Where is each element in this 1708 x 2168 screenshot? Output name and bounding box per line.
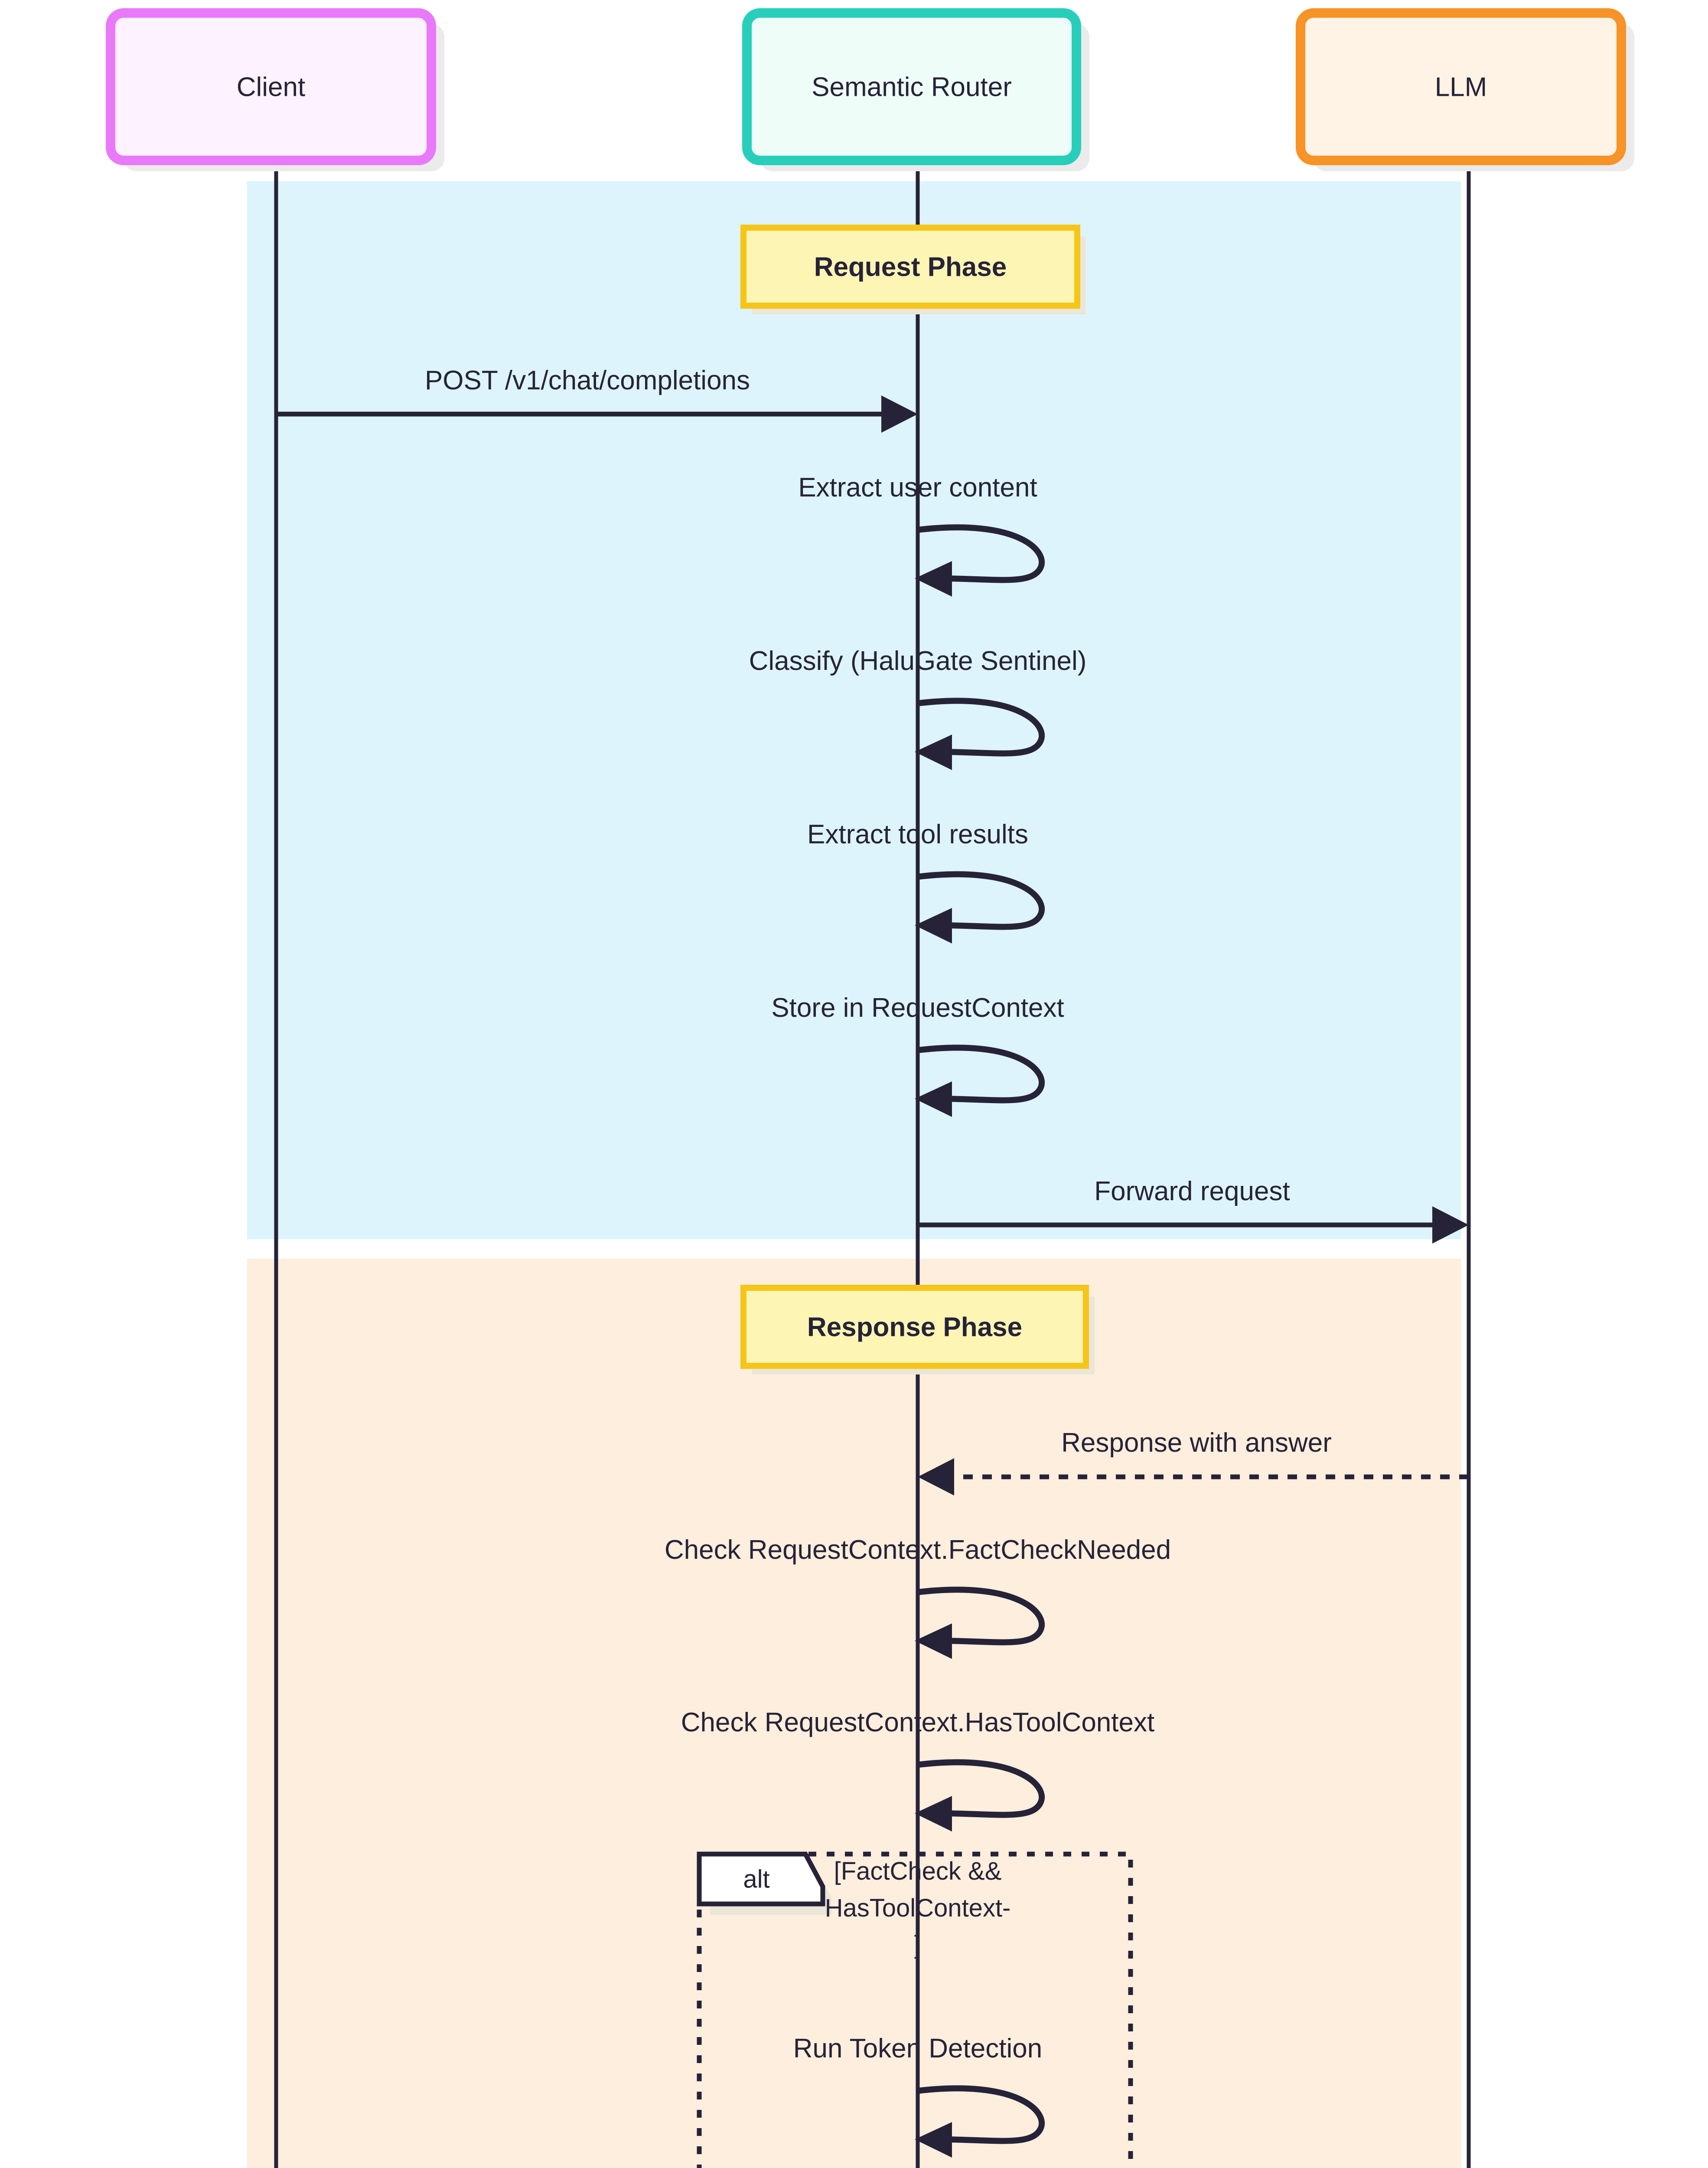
arrowhead-self-m2 <box>915 561 952 597</box>
self-loop-path-m2 <box>917 524 1045 583</box>
alt-condition-line-1-a: [FactCheck && <box>834 1857 1002 1885</box>
message-extract-user-content: Extract user content <box>798 473 1045 597</box>
arrowhead-self-m5 <box>915 1081 952 1117</box>
message-run-token-detection: Run Token Detection <box>793 2034 1045 2158</box>
alt-keyword-label: alt <box>743 1865 769 1893</box>
actor-box-client-top[interactable]: Client <box>106 8 444 171</box>
alt-branch-1-condition: [FactCheck && HasToolContext- ] <box>825 1857 1011 1959</box>
alt-condition-line-1-b: HasToolContext- <box>825 1894 1011 1922</box>
alt-keyword-tab[interactable]: alt <box>697 1851 831 1915</box>
message-label-m7: Response with answer <box>1061 1428 1332 1458</box>
message-label-m10: Run Token Detection <box>793 2034 1042 2064</box>
arrowhead-self-m8 <box>915 1623 952 1659</box>
message-label-m4: Extract tool results <box>807 820 1028 849</box>
self-loop-path-m9 <box>917 1759 1045 1818</box>
message-store-in-requestcontext: Store in RequestContext <box>771 993 1064 1117</box>
actor-box-llm-top[interactable]: LLM <box>1296 8 1634 171</box>
arrowhead-right-m6 <box>1432 1206 1469 1244</box>
phase-note-request[interactable]: Request Phase <box>740 225 1086 314</box>
message-label-m1: POST /v1/chat/completions <box>425 366 750 395</box>
message-label-m2: Extract user content <box>798 473 1037 503</box>
phase-note-label-response: Response Phase <box>807 1312 1022 1342</box>
self-loop-path-m8 <box>917 1587 1045 1646</box>
message-forward-request: Forward request <box>918 1176 1469 1244</box>
phase-note-rect-request <box>740 225 1080 309</box>
phase-note-label-request: Request Phase <box>814 252 1007 282</box>
actor-label-router-top: Semantic Router <box>812 72 1012 102</box>
actor-rect-router <box>742 8 1081 165</box>
arrowhead-self-m4 <box>915 908 952 944</box>
self-loop-path-m10 <box>917 2085 1045 2144</box>
message-response-with-answer: Response with answer <box>918 1428 1469 1495</box>
arrowhead-self-m9 <box>915 1796 952 1832</box>
arrowhead-self-m3 <box>915 735 952 770</box>
request-phase-band <box>247 181 1461 1239</box>
alt-tab-shape <box>697 1851 825 1907</box>
message-check-hastoolcontext: Check RequestContext.HasToolContext <box>681 1708 1154 1832</box>
arrowhead-right-m1 <box>881 395 918 433</box>
message-post-chat-completions: POST /v1/chat/completions <box>276 366 918 433</box>
message-extract-tool-results: Extract tool results <box>807 820 1045 944</box>
self-loop-path-m5 <box>917 1045 1045 1104</box>
actor-label-llm-top: LLM <box>1435 72 1487 102</box>
actor-rect-llm <box>1296 8 1626 165</box>
response-phase-band <box>247 1259 1461 2168</box>
message-label-m3: Classify (HaluGate Sentinel) <box>749 646 1087 676</box>
self-loop-path-m3 <box>917 698 1045 757</box>
message-label-m5: Store in RequestContext <box>771 993 1064 1023</box>
message-check-factcheckneeded: Check RequestContext.FactCheckNeeded <box>665 1535 1171 1659</box>
actor-label-client-top: Client <box>237 72 306 102</box>
message-label-m8: Check RequestContext.FactCheckNeeded <box>665 1535 1171 1565</box>
arrowhead-self-m10 <box>915 2122 952 2158</box>
actor-box-router-top[interactable]: Semantic Router <box>742 8 1089 171</box>
phase-note-rect-response <box>740 1285 1089 1369</box>
arrowhead-left-m7 <box>918 1458 954 1495</box>
alt-condition-line-1-c: ] <box>914 1931 921 1959</box>
self-loop-path-m4 <box>917 871 1045 930</box>
message-classify-halugate-sentinel: Classify (HaluGate Sentinel) <box>749 646 1087 770</box>
actor-rect-client <box>106 8 436 165</box>
message-label-m6: Forward request <box>1094 1176 1290 1206</box>
phase-note-response[interactable]: Response Phase <box>740 1285 1095 1375</box>
message-label-m9: Check RequestContext.HasToolContext <box>681 1708 1154 1737</box>
